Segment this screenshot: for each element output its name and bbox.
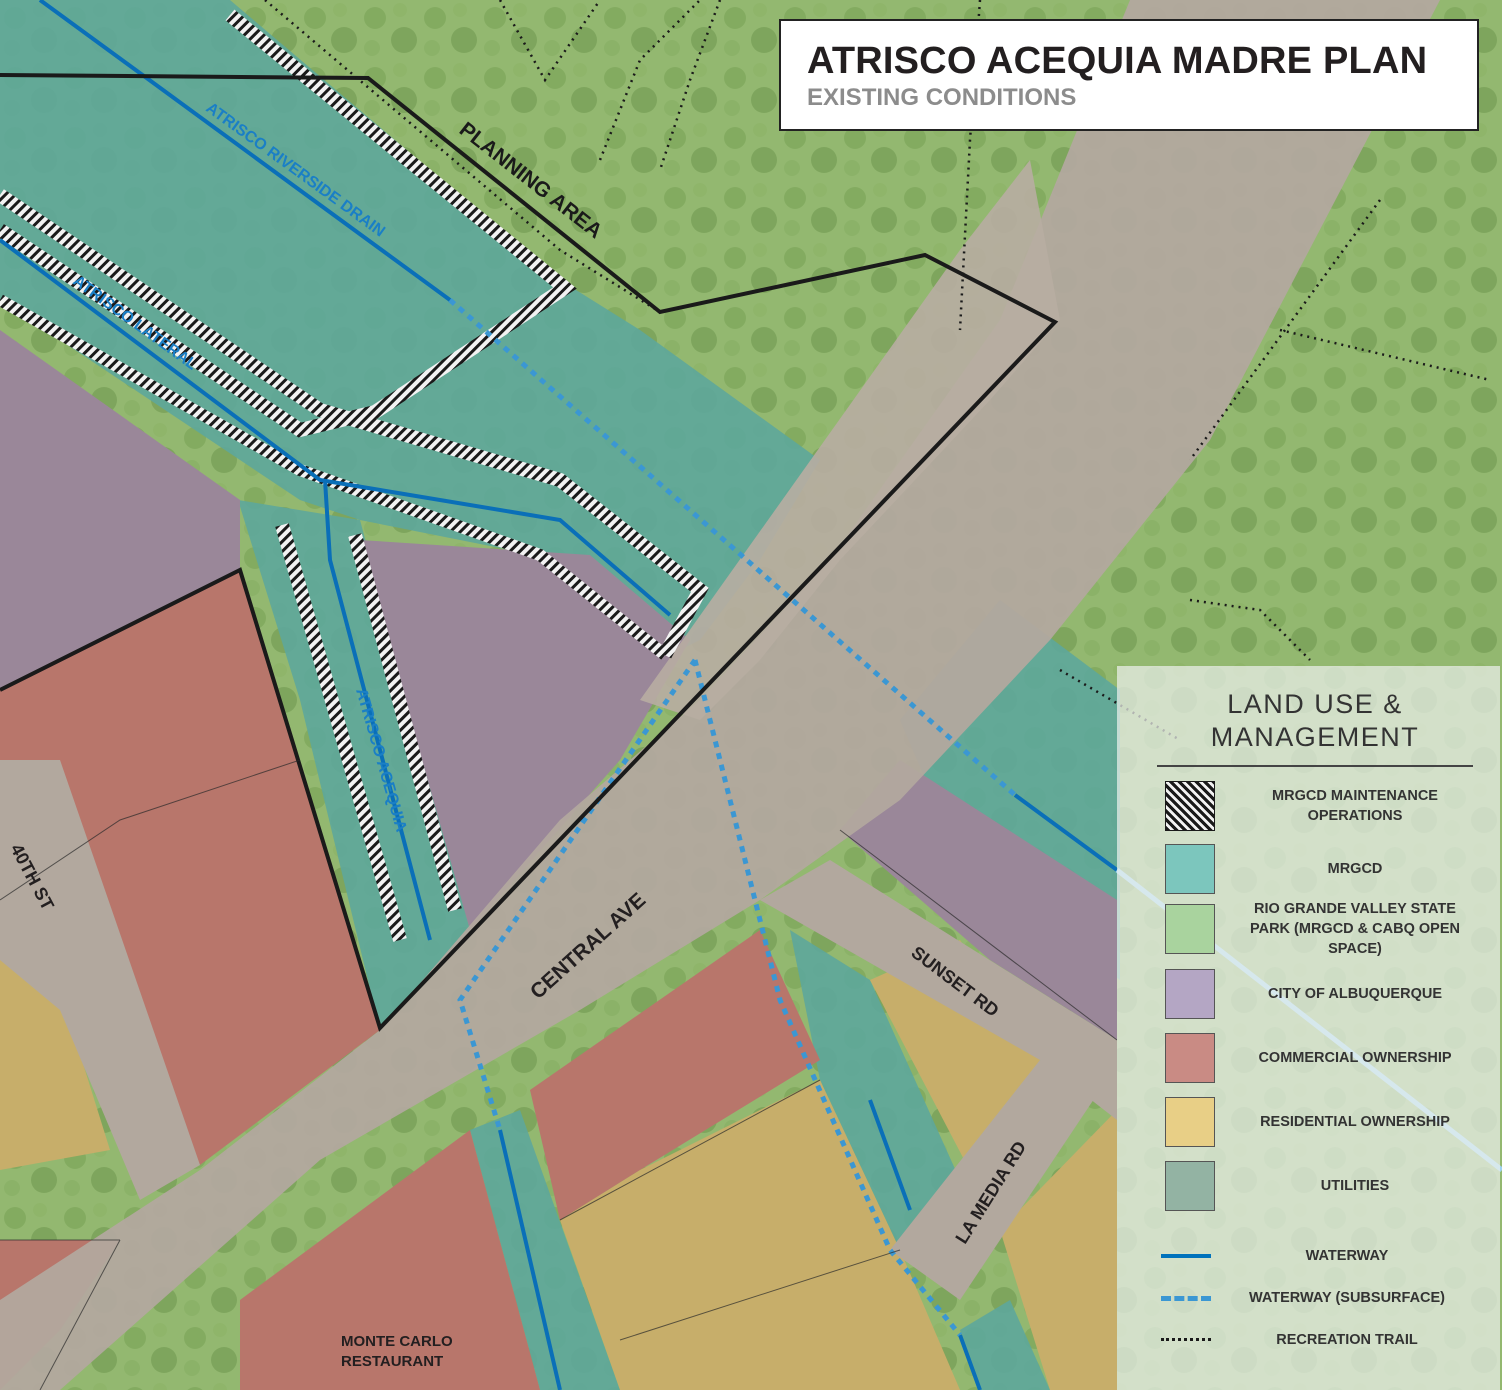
legend-label: RIO GRANDE VALLEY STATE PARK (MRGCD & CA… bbox=[1250, 901, 1460, 957]
commercial-area-south bbox=[240, 1130, 540, 1390]
legend-panel: LAND USE & MANAGEMENT MRGCD MAINTENANCE … bbox=[1117, 666, 1500, 1390]
title-box: ATRISCO ACEQUIA MADRE PLAN EXISTING COND… bbox=[779, 19, 1479, 131]
acequia-south-line bbox=[498, 1129, 562, 1390]
residential-area-southeast bbox=[1000, 1110, 1117, 1390]
legend-swatch bbox=[1165, 904, 1215, 954]
legend-label: MRGCD MAINTENANCE OPERATIONS bbox=[1272, 788, 1438, 824]
40th-st-road bbox=[0, 760, 200, 1200]
southeast-waterway-line bbox=[868, 1099, 912, 1211]
mrgcd-maintenance-bands bbox=[0, 9, 709, 942]
mrgcd-area-north bbox=[0, 0, 820, 660]
legend-swatch bbox=[1165, 844, 1215, 894]
subsurface-waterways bbox=[448, 298, 1017, 1337]
legend-label: WATERWAY bbox=[1305, 1248, 1389, 1264]
acequia-line bbox=[323, 479, 432, 941]
recreation-trails bbox=[264, 0, 1491, 742]
monte-carlo-label-line1: MONTE CARLO bbox=[341, 1333, 453, 1350]
legend-swatch bbox=[1165, 969, 1215, 1019]
legend-label: CITY OF ALBUQUERQUE bbox=[1267, 986, 1442, 1002]
planning-area-boundary bbox=[0, 73, 1059, 1032]
city-area-east bbox=[840, 760, 1117, 1040]
la-media-rd-road bbox=[890, 1060, 1100, 1300]
east-waterway-line bbox=[1013, 793, 1119, 872]
mrgcd-area-south-far bbox=[960, 1300, 1050, 1390]
legend-label: WATERWAY (SUBSURFACE) bbox=[1248, 1290, 1446, 1306]
mrgcd-area-south-east bbox=[790, 930, 960, 1250]
legend-line-swatch bbox=[1161, 1296, 1211, 1301]
sunset-rd-road bbox=[760, 860, 1117, 1120]
legend-swatch-hatch bbox=[1165, 781, 1215, 831]
legend-label: RESIDENTIAL OWNERSHIP bbox=[1260, 1114, 1450, 1130]
legend-swatch bbox=[1165, 1097, 1215, 1147]
la-media-waterway-line bbox=[958, 1334, 982, 1390]
legend-divider bbox=[1157, 765, 1473, 767]
monte-carlo-label-line2: RESTAURANT bbox=[341, 1353, 443, 1370]
bridge-approach-road bbox=[640, 160, 1060, 720]
legend-title-line2: MANAGEMENT bbox=[1210, 722, 1420, 752]
legend-label: UTILITIES bbox=[1320, 1178, 1390, 1194]
parcel-lines bbox=[0, 759, 1118, 1390]
legend-title-line1: LAND USE & bbox=[1227, 689, 1403, 719]
legend-label: RECREATION TRAIL bbox=[1276, 1332, 1418, 1348]
map-title: ATRISCO ACEQUIA MADRE PLAN bbox=[807, 40, 1428, 82]
map-subtitle: EXISTING CONDITIONS bbox=[807, 84, 1077, 111]
legend-label: MRGCD bbox=[1327, 861, 1383, 877]
mrgcd-area-south-acequia bbox=[470, 1110, 620, 1390]
legend-swatch bbox=[1165, 1033, 1215, 1083]
legend-swatch bbox=[1165, 1161, 1215, 1211]
riverside-drain-line bbox=[38, 0, 452, 302]
lateral-line bbox=[0, 238, 672, 617]
city-area-center bbox=[360, 540, 690, 930]
legend-line-swatch bbox=[1161, 1338, 1211, 1341]
legend-line-swatch bbox=[1161, 1254, 1211, 1258]
residential-area-south bbox=[560, 1080, 960, 1390]
legend-title: LAND USE & MANAGEMENT bbox=[1157, 688, 1473, 754]
commercial-area-south-center bbox=[530, 930, 820, 1220]
legend-label: COMMERCIAL OWNERSHIP bbox=[1258, 1050, 1452, 1066]
waterways bbox=[0, 0, 1119, 1390]
